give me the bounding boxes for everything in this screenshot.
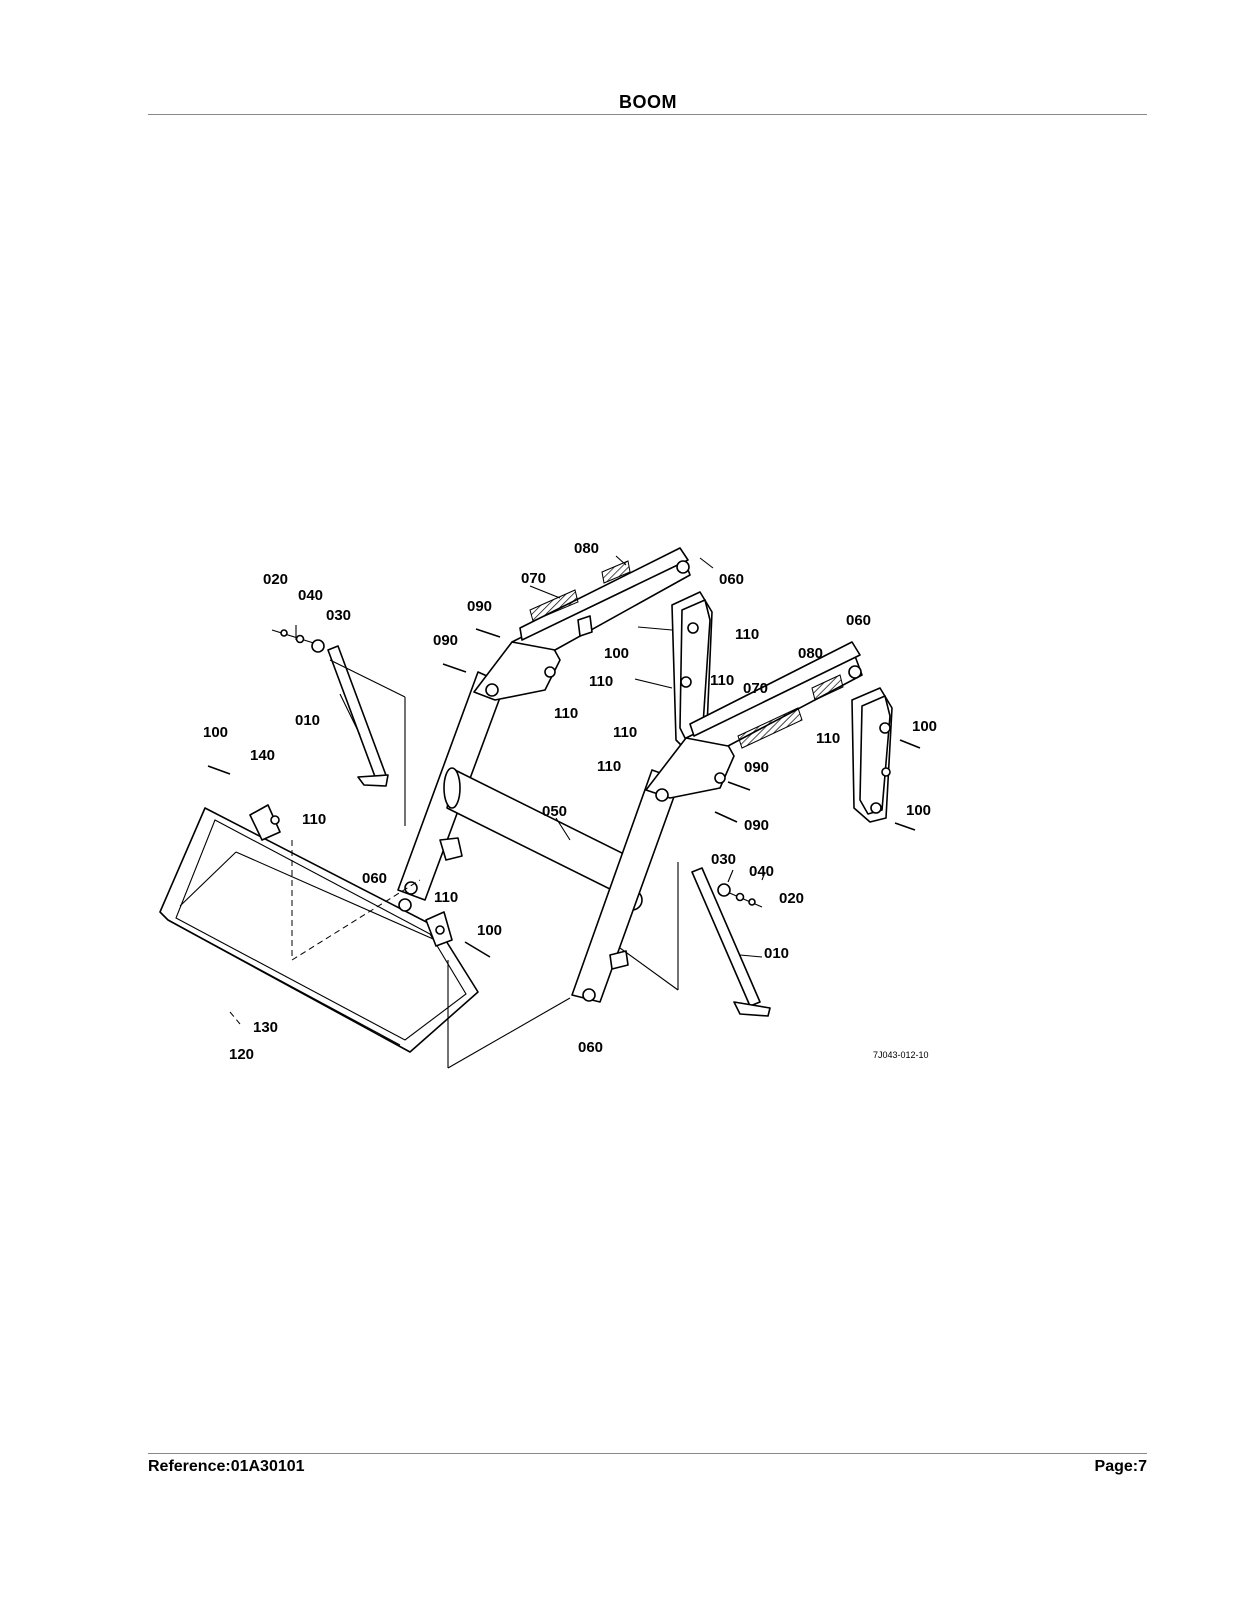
callout: 100 xyxy=(203,724,228,741)
decal-070-right xyxy=(737,707,803,749)
leader-lines xyxy=(229,555,766,1069)
callout: 140 xyxy=(250,747,275,764)
callout: 100 xyxy=(604,645,629,662)
callout: 060 xyxy=(578,1039,603,1056)
callout: 020 xyxy=(263,571,288,588)
decal-070-left xyxy=(529,589,579,622)
callout: 040 xyxy=(298,587,323,604)
callout: 130 xyxy=(253,1019,278,1036)
callout: 090 xyxy=(433,632,458,649)
callout: 110 xyxy=(735,626,759,643)
callout: 080 xyxy=(798,645,823,662)
callout: 060 xyxy=(362,870,387,887)
drawing-code: 7J043-012-10 xyxy=(873,1050,929,1060)
callout: 070 xyxy=(743,680,768,697)
callout: 110 xyxy=(589,673,613,690)
stand-left xyxy=(327,645,406,826)
callout: 110 xyxy=(554,705,578,722)
page-number: Page:7 xyxy=(1094,1458,1147,1475)
callout: 110 xyxy=(434,889,458,906)
stand-right xyxy=(619,862,771,1017)
callout: 100 xyxy=(912,718,937,735)
callout: 060 xyxy=(719,571,744,588)
reference-label: Reference:01A30101 xyxy=(148,1458,305,1475)
pins xyxy=(207,628,921,958)
callout: 080 xyxy=(574,540,599,557)
callout: 090 xyxy=(467,598,492,615)
callout: 110 xyxy=(710,672,734,689)
callout: 100 xyxy=(477,922,502,939)
decal-080-left xyxy=(601,560,631,584)
callout-labels: 020 040 030 010 100 140 110 060 110 100 … xyxy=(203,540,937,1063)
header-divider xyxy=(148,114,1147,115)
callout: 060 xyxy=(846,612,871,629)
callout: 020 xyxy=(779,890,804,907)
bracket-right xyxy=(851,687,893,823)
callout: 090 xyxy=(744,759,769,776)
bracket-left xyxy=(634,591,713,755)
callout: 010 xyxy=(295,712,320,729)
callout: 030 xyxy=(711,851,736,868)
right-stand-hardware xyxy=(717,883,763,908)
callout: 070 xyxy=(521,570,546,587)
decal-080-right xyxy=(811,674,844,701)
callout: 030 xyxy=(326,607,351,624)
page-title: BOOM xyxy=(619,92,677,112)
callout: 110 xyxy=(613,724,637,741)
boom-arm-right xyxy=(571,641,863,1003)
callout: 090 xyxy=(744,817,769,834)
callout: 050 xyxy=(542,803,567,820)
callout: 010 xyxy=(764,945,789,962)
callout: 110 xyxy=(302,811,326,828)
callout: 110 xyxy=(597,758,621,775)
callout: 040 xyxy=(749,863,774,880)
callout: 110 xyxy=(816,730,840,747)
bucket xyxy=(159,804,479,1053)
footer-divider xyxy=(148,1453,1147,1454)
left-stand-hardware xyxy=(271,629,325,653)
callout: 120 xyxy=(229,1046,254,1063)
callout: 100 xyxy=(906,802,931,819)
